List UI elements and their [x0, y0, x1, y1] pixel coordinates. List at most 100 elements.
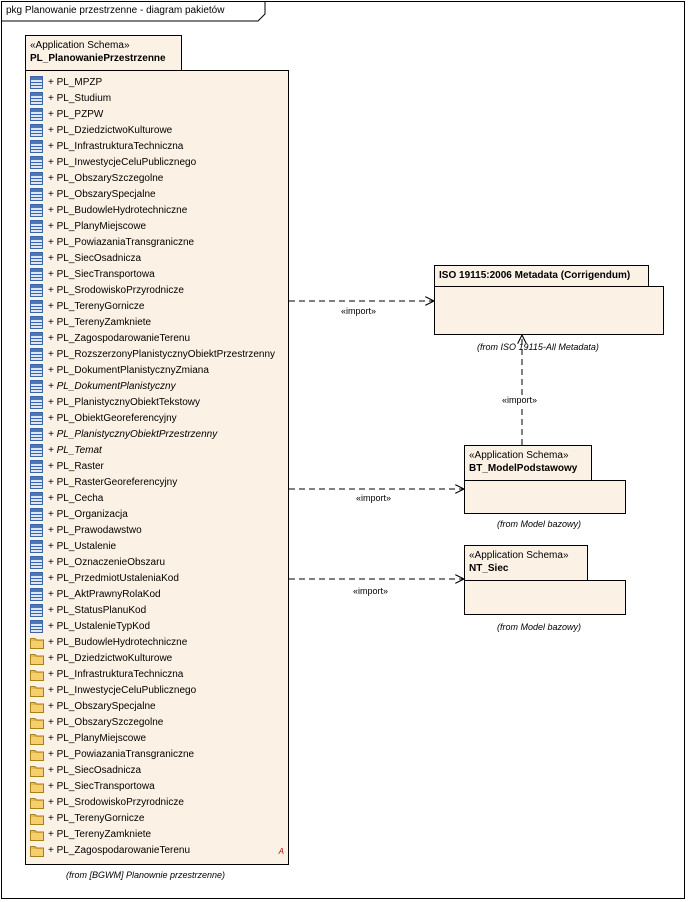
- class-icon: [30, 236, 43, 249]
- folder-icon: [30, 700, 44, 713]
- package-item-label: + PL_InwestycjeCeluPublicznego: [48, 685, 197, 696]
- package-item-label: + PL_TerenyGornicze: [48, 813, 145, 824]
- package-item-label: + PL_BudowleHydrotechniczne: [48, 637, 188, 648]
- class-icon: [30, 188, 43, 201]
- package-item-label: + PL_DokumentPlanistycznyZmiana: [48, 365, 209, 376]
- iso-package[interactable]: ISO 19115:2006 Metadata (Corrigendum): [434, 265, 664, 335]
- class-icon: [30, 204, 43, 217]
- class-icon: [30, 444, 43, 457]
- package-item-label: + PL_InfrastrukturaTechniczna: [48, 141, 184, 152]
- import-label-bt-iso: «import»: [501, 395, 539, 405]
- package-item-label: + PL_MPZP: [48, 77, 103, 88]
- class-icon: [30, 140, 43, 153]
- folder-icon: [30, 828, 44, 841]
- class-icon: [30, 220, 43, 233]
- class-icon: [30, 108, 43, 121]
- class-icon: [30, 124, 43, 137]
- class-icon: [30, 268, 43, 281]
- bt-package-stereotype: «Application Schema»: [469, 450, 569, 461]
- folder-icon: [30, 780, 44, 793]
- folder-icon: [30, 636, 44, 649]
- bt-package-name: BT_ModelPodstawowy: [469, 463, 578, 474]
- main-package[interactable]: «Application Schema» PL_PlanowaniePrzest…: [25, 35, 289, 865]
- package-item-label: + PL_StatusPlanuKod: [48, 605, 147, 616]
- package-item-label: + PL_ZagospodarowanieTerenu: [48, 845, 191, 856]
- class-icon: [30, 492, 43, 505]
- package-item-label: + PL_PlanistycznyObiektPrzestrzenny: [48, 429, 218, 440]
- main-package-name: PL_PlanowaniePrzestrzenne: [30, 53, 166, 64]
- folder-icon: [30, 748, 44, 761]
- package-item-label: + PL_ZagospodarowanieTerenu: [48, 333, 191, 344]
- package-item-label: + PL_PZPW: [48, 109, 104, 120]
- nt-package-name: NT_Siec: [469, 563, 509, 574]
- nt-package[interactable]: «Application Schema» NT_Siec: [464, 545, 626, 615]
- package-item-label: + PL_Ustalenie: [48, 541, 117, 552]
- class-icon: [30, 316, 43, 329]
- class-icon: [30, 92, 43, 105]
- main-package-from: (from [BGWM] Planownie przestrzenne): [66, 870, 226, 880]
- bt-package[interactable]: «Application Schema» BT_ModelPodstawowy: [464, 445, 626, 514]
- package-item-label: + PL_ObszarySpecjalne: [48, 701, 156, 712]
- class-icon: [30, 588, 43, 601]
- class-icon: [30, 524, 43, 537]
- folder-icon: [30, 844, 44, 857]
- package-item-label: + PL_ObszarySpecjalne: [48, 189, 156, 200]
- bt-package-body: [464, 480, 626, 514]
- folder-icon: [30, 764, 44, 777]
- package-item-label: + PL_Raster: [48, 461, 104, 472]
- nt-package-body: [464, 580, 626, 615]
- iso-package-from: (from ISO 19115-All Metadata): [477, 342, 599, 352]
- package-item-label: + PL_SiecTransportowa: [48, 269, 155, 280]
- package-item-label: + PL_UstalenieTypKod: [48, 621, 151, 632]
- class-icon: [30, 76, 43, 89]
- class-icon: [30, 460, 43, 473]
- class-icon: [30, 252, 43, 265]
- package-item-label: + PL_TerenyZamkniete: [48, 317, 152, 328]
- main-package-body: A + PL_MPZP + PL_Studium + PL_PZPW + PL_Dzi…: [25, 70, 289, 865]
- package-item-label: + PL_PlanyMiejscowe: [48, 221, 147, 232]
- class-icon: [30, 156, 43, 169]
- bt-package-tab: «Application Schema» BT_ModelPodstawowy: [464, 445, 592, 481]
- package-item-label: + PL_PowiazaniaTransgraniczne: [48, 237, 195, 248]
- package-item-label: + PL_TerenyZamkniete: [48, 829, 152, 840]
- package-item-label: + PL_DokumentPlanistyczny: [48, 381, 176, 392]
- iso-package-name: ISO 19115:2006 Metadata (Corrigendum): [439, 270, 631, 281]
- class-icon: [30, 396, 43, 409]
- package-item-label: + PL_Studium: [48, 93, 112, 104]
- class-icon: [30, 364, 43, 377]
- class-icon: [30, 412, 43, 425]
- package-item-label: + PL_SrodowiskoPrzyrodnicze: [48, 797, 184, 808]
- folder-icon: [30, 732, 44, 745]
- nt-package-tab: «Application Schema» NT_Siec: [464, 545, 588, 581]
- package-item-label: + PL_BudowleHydrotechniczne: [48, 205, 188, 216]
- package-item-label: + PL_ObszarySzczegolne: [48, 717, 164, 728]
- main-package-tab: «Application Schema» PL_PlanowaniePrzest…: [25, 35, 182, 71]
- package-item-label: + PL_SiecOsadnicza: [48, 253, 142, 264]
- package-item-label: + PL_Temat: [48, 445, 102, 456]
- class-icon: [30, 540, 43, 553]
- package-item-label: + PL_ObszarySzczegolne: [48, 173, 164, 184]
- frame-title: pkg Planowanie przestrzenne - diagram pa…: [6, 5, 225, 16]
- package-item-label: + PL_TerenyGornicze: [48, 301, 145, 312]
- class-icon: [30, 300, 43, 313]
- folder-icon: [30, 652, 44, 665]
- class-icon: [30, 556, 43, 569]
- bt-package-from: (from Model bazowy): [497, 519, 582, 529]
- class-icon: [30, 284, 43, 297]
- package-item-label: + PL_SrodowiskoPrzyrodnicze: [48, 285, 184, 296]
- package-item-label: + PL_InwestycjeCeluPublicznego: [48, 157, 197, 168]
- package-item-label: + PL_Organizacja: [48, 509, 128, 520]
- class-icon: [30, 476, 43, 489]
- nt-package-stereotype: «Application Schema»: [469, 550, 569, 561]
- package-item-label: + PL_Prawodawstwo: [48, 525, 142, 536]
- class-icon: [30, 332, 43, 345]
- folder-icon: [30, 716, 44, 729]
- iso-package-tab: ISO 19115:2006 Metadata (Corrigendum): [434, 265, 649, 287]
- abstract-marker: A: [278, 847, 284, 856]
- package-item-label: + PL_PowiazaniaTransgraniczne: [48, 749, 195, 760]
- package-item-label: + PL_DziedzictwoKulturowe: [48, 125, 173, 136]
- package-item-label: + PL_AktPrawnyRolaKod: [48, 589, 161, 600]
- class-icon: [30, 604, 43, 617]
